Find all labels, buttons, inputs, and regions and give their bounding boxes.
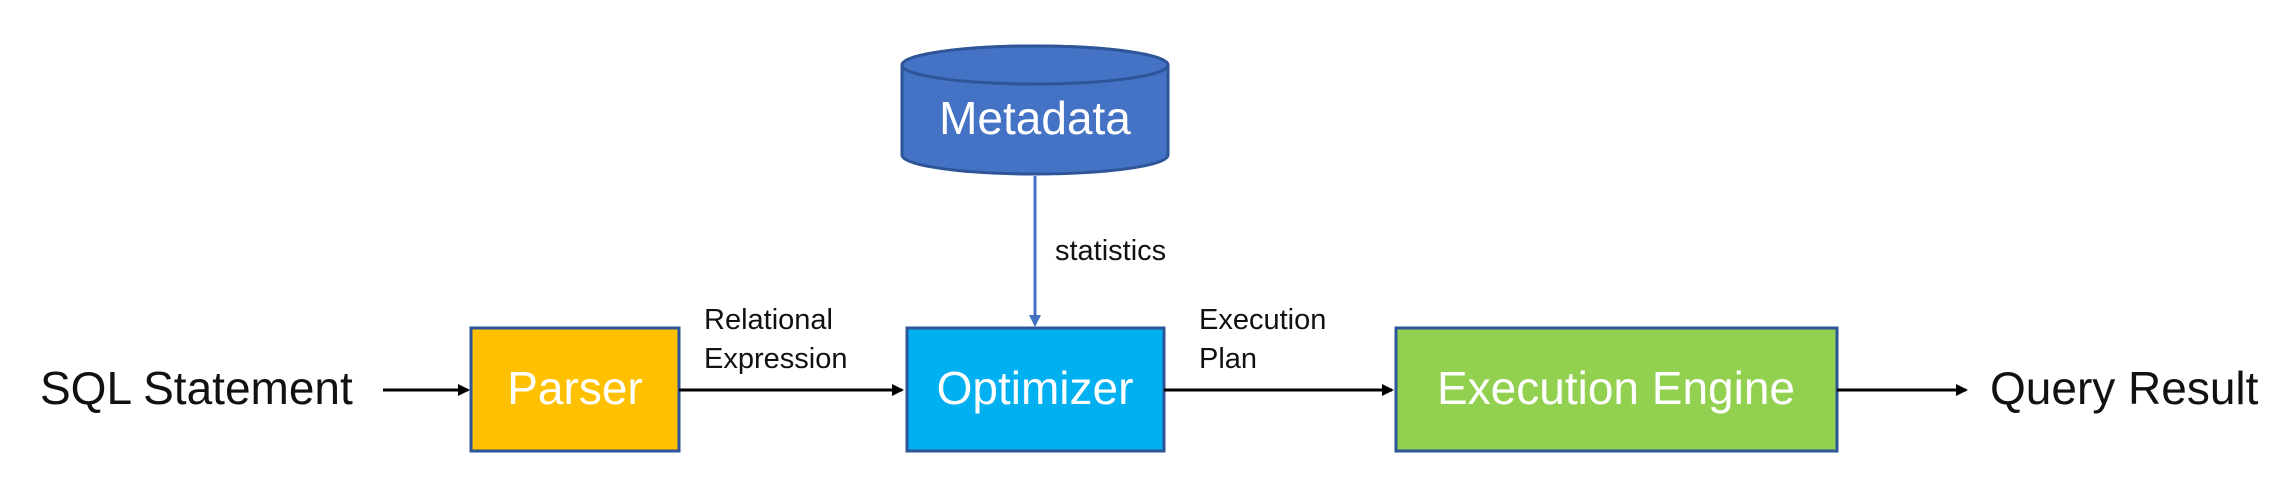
parser-node: Parser <box>469 326 681 453</box>
edge-label-relational: Relational <box>704 304 833 336</box>
metadata-cylinder-top <box>900 44 1170 86</box>
metadata-label: Metadata <box>939 92 1131 144</box>
parser-label: Parser <box>507 362 642 414</box>
edge-label-plan: Plan <box>1199 343 1257 375</box>
edge-label-expression: Expression <box>704 343 847 375</box>
edge-label-execution: Execution <box>1199 304 1326 336</box>
execution-engine-label: Execution Engine <box>1437 362 1795 414</box>
optimizer-label: Optimizer <box>937 362 1134 414</box>
output-label: Query Result <box>1990 362 2259 414</box>
edge-label-statistics: statistics <box>1055 235 1166 267</box>
execution-engine-node: Execution Engine <box>1394 326 1839 453</box>
optimizer-node: Optimizer <box>905 326 1166 453</box>
input-label: SQL Statement <box>40 362 353 414</box>
metadata-node: Metadata <box>900 44 1170 176</box>
